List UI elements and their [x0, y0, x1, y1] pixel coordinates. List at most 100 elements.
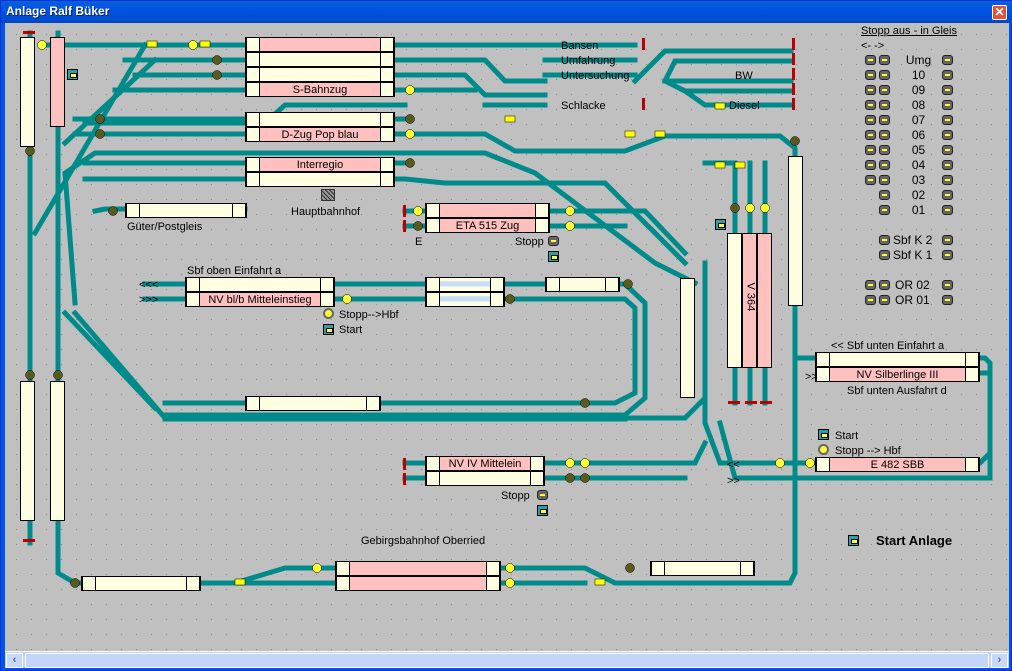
block-vertical[interactable]: [680, 278, 695, 398]
scroll-right-icon[interactable]: ›: [991, 653, 1008, 668]
block-s-bahn[interactable]: S-Bahnzug: [245, 82, 395, 97]
in-gleis-button[interactable]: [942, 130, 953, 140]
stop-right-button[interactable]: [879, 145, 890, 155]
in-gleis-button[interactable]: [942, 160, 953, 170]
block-track[interactable]: [815, 352, 980, 367]
stop-left-button[interactable]: [865, 55, 876, 65]
block-track[interactable]: [335, 576, 501, 591]
block-vertical[interactable]: [20, 37, 35, 147]
block-track[interactable]: [335, 561, 501, 576]
stopp-hbf-button[interactable]: [323, 308, 334, 319]
stop-left-button[interactable]: [865, 295, 876, 305]
start-anlage-button[interactable]: [848, 535, 859, 546]
block-track[interactable]: [425, 203, 550, 218]
block-nv-silber[interactable]: NV Silberlinge III: [815, 367, 980, 382]
stop-left-button[interactable]: [865, 175, 876, 185]
block-d-zug[interactable]: D-Zug Pop blau: [245, 127, 395, 142]
block-track[interactable]: [650, 561, 755, 576]
stop-right-button[interactable]: [879, 85, 890, 95]
stop-right-button[interactable]: [879, 55, 890, 65]
scroll-left-icon[interactable]: ‹: [6, 653, 23, 668]
stop-left-button[interactable]: [865, 115, 876, 125]
start-button[interactable]: [323, 324, 334, 335]
close-icon[interactable]: ✕: [992, 5, 1007, 20]
block-track[interactable]: [245, 37, 395, 52]
block-track[interactable]: [425, 277, 505, 292]
block-vertical[interactable]: [20, 381, 35, 521]
stopp-hbf-button[interactable]: [818, 444, 829, 455]
start-button[interactable]: [537, 505, 548, 516]
stopp-button[interactable]: [548, 236, 559, 246]
stop-right-button[interactable]: [879, 130, 890, 140]
start-button[interactable]: [67, 69, 78, 80]
start-button[interactable]: [818, 429, 829, 440]
stop-left-button[interactable]: [865, 145, 876, 155]
stop-right-button[interactable]: [879, 175, 890, 185]
stop-right-button[interactable]: [879, 205, 890, 215]
in-gleis-button[interactable]: [942, 85, 953, 95]
in-gleis-button[interactable]: [942, 175, 953, 185]
block-vertical[interactable]: [50, 381, 65, 521]
block-track[interactable]: [545, 277, 620, 292]
block-vertical[interactable]: [757, 233, 772, 368]
in-gleis-button[interactable]: [942, 235, 953, 245]
block-track[interactable]: [245, 52, 395, 67]
in-gleis-button[interactable]: [942, 70, 953, 80]
block-nv-mitte[interactable]: NV bl/b Mitteleinstieg: [185, 292, 335, 307]
block-vertical[interactable]: [788, 156, 803, 306]
stop-left-button[interactable]: [865, 70, 876, 80]
in-gleis-button[interactable]: [942, 100, 953, 110]
start-button[interactable]: [548, 251, 559, 262]
stop-left-button[interactable]: [865, 280, 876, 290]
stop-right-button[interactable]: [879, 295, 890, 305]
in-gleis-button[interactable]: [942, 55, 953, 65]
arrow-right-label: >>>: [139, 294, 159, 306]
start-button[interactable]: [715, 219, 726, 230]
block-track[interactable]: [81, 576, 201, 591]
scroll-thumb[interactable]: [25, 653, 989, 668]
block-track[interactable]: [185, 277, 335, 292]
block-gueter[interactable]: [125, 203, 247, 218]
stop-right-button[interactable]: [879, 250, 890, 260]
panel-row-label: 02: [911, 188, 926, 202]
track: [31, 41, 149, 237]
block-track[interactable]: [425, 292, 505, 307]
track-label: Bansen: [561, 40, 599, 52]
stop-left-button[interactable]: [865, 100, 876, 110]
block-track[interactable]: [425, 471, 545, 486]
block-nv-iv[interactable]: NV IV Mittelein: [425, 456, 545, 471]
stop-right-button[interactable]: [879, 160, 890, 170]
block-eta[interactable]: ETA 515 Zug: [425, 218, 550, 233]
block-track[interactable]: [245, 172, 395, 187]
block-track[interactable]: [245, 396, 381, 411]
stopp-button[interactable]: [537, 490, 548, 500]
in-gleis-button[interactable]: [942, 280, 953, 290]
stop-right-button[interactable]: [879, 280, 890, 290]
in-gleis-button[interactable]: [942, 115, 953, 125]
block-e482[interactable]: E 482 SBB: [815, 457, 980, 472]
block-interregio[interactable]: Interregio: [245, 157, 395, 172]
stop-right-button[interactable]: [879, 235, 890, 245]
stop-left-button[interactable]: [865, 130, 876, 140]
stop-right-button[interactable]: [879, 115, 890, 125]
in-gleis-button[interactable]: [942, 145, 953, 155]
in-gleis-button[interactable]: [942, 190, 953, 200]
horizontal-scrollbar[interactable]: ‹ ›: [5, 651, 1009, 668]
signal-light: [745, 203, 755, 213]
stop-left-button[interactable]: [865, 160, 876, 170]
stop-right-button[interactable]: [879, 190, 890, 200]
stop-right-button[interactable]: [879, 70, 890, 80]
block-vertical[interactable]: [727, 233, 742, 368]
block-track[interactable]: [245, 112, 395, 127]
stop-left-button[interactable]: [865, 85, 876, 95]
block-vertical[interactable]: [50, 37, 65, 127]
start-label: Start: [835, 430, 859, 442]
signal-light: [505, 563, 515, 573]
block-v364[interactable]: V 364: [742, 233, 757, 368]
stop-right-button[interactable]: [879, 100, 890, 110]
in-gleis-button[interactable]: [942, 250, 953, 260]
in-gleis-button[interactable]: [942, 295, 953, 305]
panel-row-label: 06: [911, 128, 926, 142]
block-track[interactable]: [245, 67, 395, 82]
in-gleis-button[interactable]: [942, 205, 953, 215]
